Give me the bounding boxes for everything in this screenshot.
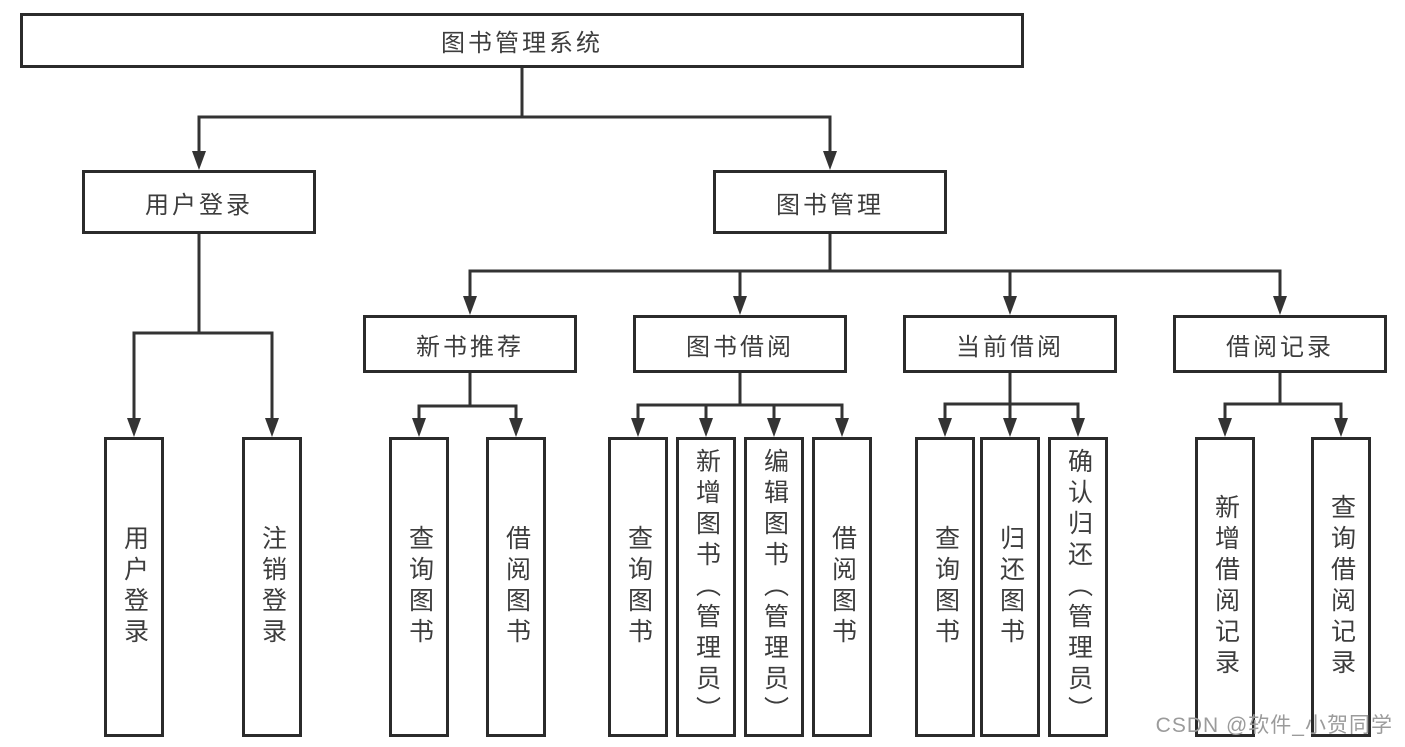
watermark: CSDN @软件_小贺同学	[1155, 714, 1393, 737]
leaf-return-book-label: 归还图书	[996, 525, 1025, 649]
leaf-add-borrow-record: 新增借阅记录	[1195, 437, 1255, 737]
leaf-confirm-return-admin: 确认归还（管理员）	[1048, 437, 1108, 737]
leaf-user-login-label: 用户登录	[120, 525, 149, 649]
leaf-borrow-books-label: 借阅图书	[828, 525, 857, 649]
node-borrow-records: 借阅记录	[1173, 315, 1387, 373]
leaf-return-book: 归还图书	[980, 437, 1040, 737]
node-new-book-recommend-label: 新书推荐	[416, 333, 524, 361]
leaf-add-book-admin-label: 新增图书（管理员）	[692, 447, 721, 727]
arrow-down-icon	[1334, 418, 1348, 437]
leaf-borrow-books: 借阅图书	[812, 437, 872, 737]
leaf-query-books-borrow: 查询图书	[608, 437, 668, 737]
leaf-add-book-admin: 新增图书（管理员）	[676, 437, 736, 737]
node-book-borrow-label: 图书借阅	[686, 333, 794, 361]
arrow-down-icon	[938, 418, 952, 437]
arrow-down-icon	[1003, 418, 1017, 437]
arrow-down-icon	[192, 151, 206, 170]
leaf-borrow-books-recommend: 借阅图书	[486, 437, 546, 737]
leaf-query-books-current-label: 查询图书	[931, 525, 960, 649]
leaf-query-books-borrow-label: 查询图书	[624, 525, 653, 649]
arrow-down-icon	[1273, 296, 1287, 315]
leaf-query-books-recommend-label: 查询图书	[405, 525, 434, 649]
leaf-query-borrow-record: 查询借阅记录	[1311, 437, 1371, 737]
node-root-label: 图书管理系统	[441, 30, 603, 57]
arrow-down-icon	[767, 418, 781, 437]
arrow-down-icon	[1071, 418, 1085, 437]
node-current-borrow: 当前借阅	[903, 315, 1117, 373]
arrow-down-icon	[631, 418, 645, 437]
node-user-login: 用户登录	[82, 170, 316, 234]
leaf-query-books-current: 查询图书	[915, 437, 975, 737]
arrow-down-icon	[265, 418, 279, 437]
node-book-borrow: 图书借阅	[633, 315, 847, 373]
leaf-query-books-recommend: 查询图书	[389, 437, 449, 737]
arrow-down-icon	[127, 418, 141, 437]
leaf-query-borrow-record-label: 查询借阅记录	[1327, 494, 1356, 680]
leaf-logout-label: 注销登录	[258, 525, 287, 649]
node-book-management: 图书管理	[713, 170, 947, 234]
arrowheads	[127, 151, 1348, 437]
leaf-confirm-return-admin-label: 确认归还（管理员）	[1064, 447, 1093, 727]
leaf-borrow-books-recommend-label: 借阅图书	[502, 525, 531, 649]
arrow-down-icon	[823, 151, 837, 170]
leaf-user-login: 用户登录	[104, 437, 164, 737]
arrow-down-icon	[835, 418, 849, 437]
node-book-management-label: 图书管理	[776, 191, 884, 219]
arrow-down-icon	[1218, 418, 1232, 437]
node-user-login-label: 用户登录	[145, 191, 253, 219]
node-root: 图书管理系统	[20, 13, 1024, 68]
leaf-add-borrow-record-label: 新增借阅记录	[1211, 494, 1240, 680]
arrow-down-icon	[463, 296, 477, 315]
arrow-down-icon	[733, 296, 747, 315]
arrow-down-icon	[1003, 296, 1017, 315]
node-borrow-records-label: 借阅记录	[1226, 333, 1334, 361]
node-current-borrow-label: 当前借阅	[956, 333, 1064, 361]
arrow-down-icon	[699, 418, 713, 437]
leaf-logout: 注销登录	[242, 437, 302, 737]
arrow-down-icon	[509, 418, 523, 437]
leaf-edit-book-admin: 编辑图书（管理员）	[744, 437, 804, 737]
node-new-book-recommend: 新书推荐	[363, 315, 577, 373]
leaf-edit-book-admin-label: 编辑图书（管理员）	[760, 447, 789, 727]
arrow-down-icon	[412, 418, 426, 437]
